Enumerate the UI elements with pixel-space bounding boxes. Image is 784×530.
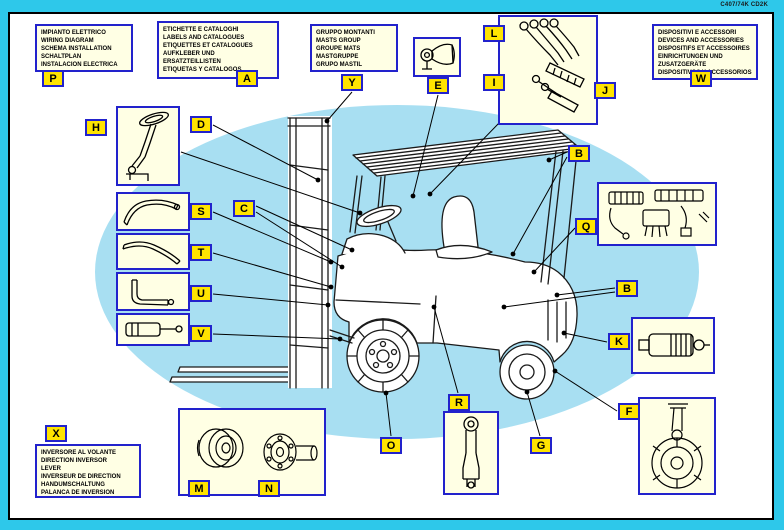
badge-C[interactable]: C (233, 200, 255, 217)
part-box-tow-pin[interactable] (443, 411, 499, 495)
info-box-direction-inversor: INVERSORE AL VOLANTE DIRECTION INVERSOR … (35, 444, 141, 498)
badge-A[interactable]: A (236, 70, 258, 87)
badge-H[interactable]: H (85, 119, 107, 136)
info-line: DIRECTION INVERSOR (41, 458, 108, 464)
info-line: GRUPPO MONTANTI (316, 30, 375, 36)
badge-V[interactable]: V (190, 325, 212, 342)
badge-O[interactable]: O (380, 437, 402, 454)
info-box-wiring-diagram: IMPIANTO ELETTRICO WIRING DIAGRAM SCHEMA… (35, 24, 133, 72)
info-line: SCHALTPLAN (41, 54, 82, 60)
part-box-cylinder[interactable] (631, 317, 715, 374)
info-line: INVERSORE AL VOLANTE (41, 450, 117, 456)
badge-X[interactable]: X (45, 425, 67, 442)
part-box-pipe-t[interactable] (116, 233, 190, 270)
info-line: ETIQUETTES ET CATALOGUES (163, 43, 253, 49)
info-line: INSTALACION ELECTRICA (41, 62, 118, 68)
badge-P[interactable]: P (42, 70, 64, 87)
control-levers-illustration (519, 18, 585, 113)
badge-G[interactable]: G (530, 437, 552, 454)
badge-L[interactable]: L (483, 25, 505, 42)
info-line: IMPIANTO ELETTRICO (41, 30, 106, 36)
info-line: GROUPE MATS (316, 46, 361, 52)
badge-S[interactable]: S (190, 203, 212, 220)
info-line: ZUSATZGERÄTE (658, 62, 707, 68)
badge-Y[interactable]: Y (341, 74, 363, 91)
badge-W[interactable]: W (690, 70, 712, 87)
part-box-electrical-devices[interactable] (597, 182, 717, 246)
horn-illustration (420, 43, 455, 70)
badge-Q[interactable]: Q (575, 218, 597, 235)
badge-D[interactable]: D (190, 116, 212, 133)
info-line: WIRING DIAGRAM (41, 38, 94, 44)
part-box-wheel-hub[interactable] (638, 397, 716, 495)
info-line: SCHEMA INSTALLATION (41, 46, 112, 52)
bent-pipe-illustration-1 (123, 199, 181, 226)
info-line: HANDUMSCHALTUNG (41, 482, 105, 488)
info-line: LEVER (41, 466, 62, 472)
part-box-pipe-s[interactable] (116, 192, 190, 231)
info-line: GRUPO MASTIL (316, 62, 362, 68)
ribbed-cylinder-illustration (638, 333, 710, 357)
steering-column-illustration (126, 111, 169, 181)
badge-M[interactable]: M (188, 480, 210, 497)
electrical-devices-illustration (608, 189, 710, 240)
badge-I[interactable]: I (483, 74, 505, 91)
badge-B-2[interactable]: B (616, 280, 638, 297)
badge-U[interactable]: U (190, 285, 212, 302)
bent-pipe-illustration-2 (122, 241, 181, 265)
info-line: PALANCA DE INVERSION (41, 490, 115, 496)
tow-pin-illustration (462, 416, 480, 489)
info-line: AUFKLEBER UND (163, 51, 215, 57)
document-reference: C407/74K CD2K (720, 2, 768, 8)
part-box-small-cylinder[interactable] (116, 313, 190, 346)
info-line: DISPOSITIFS ET ACCESSOIRES (658, 46, 750, 52)
info-box-masts-group: GRUPPO MONTANTI MASTS GROUP GROUPE MATS … (310, 24, 398, 72)
badge-N[interactable]: N (258, 480, 280, 497)
info-line: ETICHETTE E CATALOGHI (163, 27, 239, 33)
part-box-horn[interactable] (413, 37, 461, 77)
info-line: LABELS AND CATALOGUES (163, 35, 245, 41)
badge-K[interactable]: K (608, 333, 630, 350)
info-line: INVERSEUR DE DIRECTION (41, 474, 121, 480)
badge-J[interactable]: J (594, 82, 616, 99)
info-line: DEVICES AND ACCESSORIES (658, 38, 744, 44)
info-line: MASTGRUPPE (316, 54, 359, 60)
bent-pipe-illustration-3 (131, 279, 175, 306)
info-box-labels-catalogues: ETICHETTE E CATALOGHI LABELS AND CATALOG… (157, 21, 279, 79)
wheel-hub-illustration (651, 403, 703, 489)
info-line: ERSATZTEILLISTEN (163, 59, 221, 65)
part-box-steering-column[interactable] (116, 106, 180, 186)
badge-R[interactable]: R (448, 394, 470, 411)
badge-E[interactable]: E (427, 77, 449, 94)
info-line: EINRICHTUNGEN UND (658, 54, 723, 60)
badge-B-1[interactable]: B (568, 145, 590, 162)
info-line: MASTS GROUP (316, 38, 361, 44)
part-box-pipe-u[interactable] (116, 272, 190, 311)
part-box-control-levers[interactable] (498, 15, 598, 125)
info-line: DISPOSITIVI E ACCESSORI (658, 30, 737, 36)
small-cylinder-illustration (125, 322, 183, 337)
badge-F[interactable]: F (618, 403, 640, 420)
badge-T[interactable]: T (190, 244, 212, 261)
